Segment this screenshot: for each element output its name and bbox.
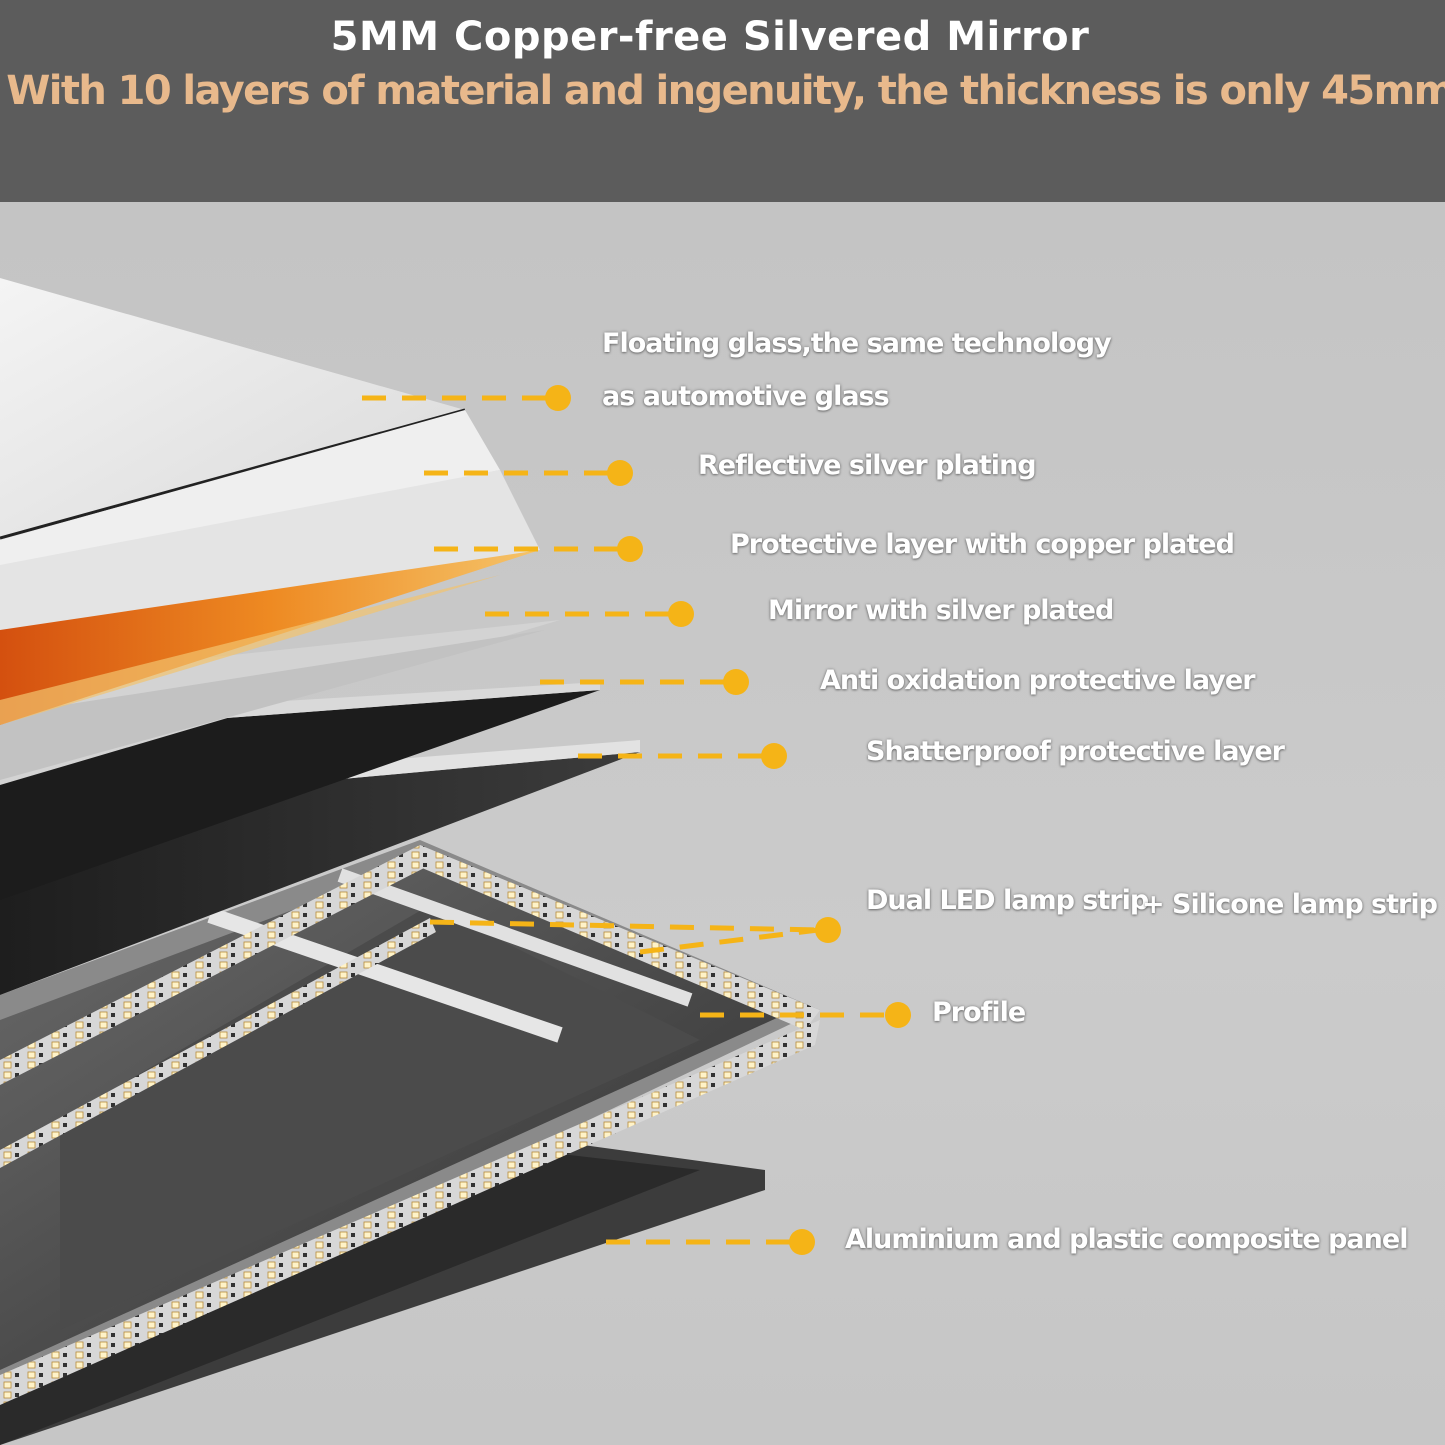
anti-oxidation-layer: [0, 690, 600, 900]
label-profile: Profile: [932, 997, 1026, 1028]
callout-dots: [545, 385, 911, 1255]
label-mirror-silver: Mirror with silver plated: [768, 595, 1114, 626]
callout-dot: [789, 1229, 815, 1255]
callout-dot: [545, 385, 571, 411]
callout-dot: [617, 536, 643, 562]
label-anti-oxidation: Anti oxidation protective layer: [820, 665, 1256, 696]
floating-glass-layer: [0, 278, 465, 540]
callout-dot: [815, 917, 841, 943]
label-composite-panel: Aluminium and plastic composite panel: [845, 1224, 1408, 1255]
led-strip-right: [415, 845, 820, 1030]
callout-lines: [362, 395, 890, 1245]
callout-dot: [885, 1002, 911, 1028]
led-strip-outer: [0, 845, 430, 1085]
label-protective-copper: Protective layer with copper plated: [730, 529, 1235, 560]
label-reflective-silver: Reflective silver plating: [698, 450, 1037, 481]
led-strip-inner: [0, 918, 436, 1168]
callout-dot: [723, 669, 749, 695]
label-silicone-strip: + Silicone lamp strip: [1142, 889, 1438, 920]
label-floating-glass-1: Floating glass,the same technology: [602, 328, 1112, 359]
label-floating-glass-2: as automotive glass: [602, 381, 890, 412]
callout-dot: [668, 601, 694, 627]
page-subtitle: With 10 layers of material and ingenuity…: [6, 68, 1445, 114]
header-banner: 5MM Copper-free Silvered Mirror With 10 …: [0, 0, 1445, 202]
reflective-silver-layer: [0, 470, 540, 630]
page-title: 5MM Copper-free Silvered Mirror: [330, 14, 1090, 60]
label-dual-led: Dual LED lamp strip: [866, 885, 1149, 916]
callout-dot: [761, 743, 787, 769]
led-strip-bottom: [0, 1020, 820, 1405]
label-shatterproof: Shatterproof protective layer: [866, 736, 1285, 767]
callout-dot: [607, 460, 633, 486]
